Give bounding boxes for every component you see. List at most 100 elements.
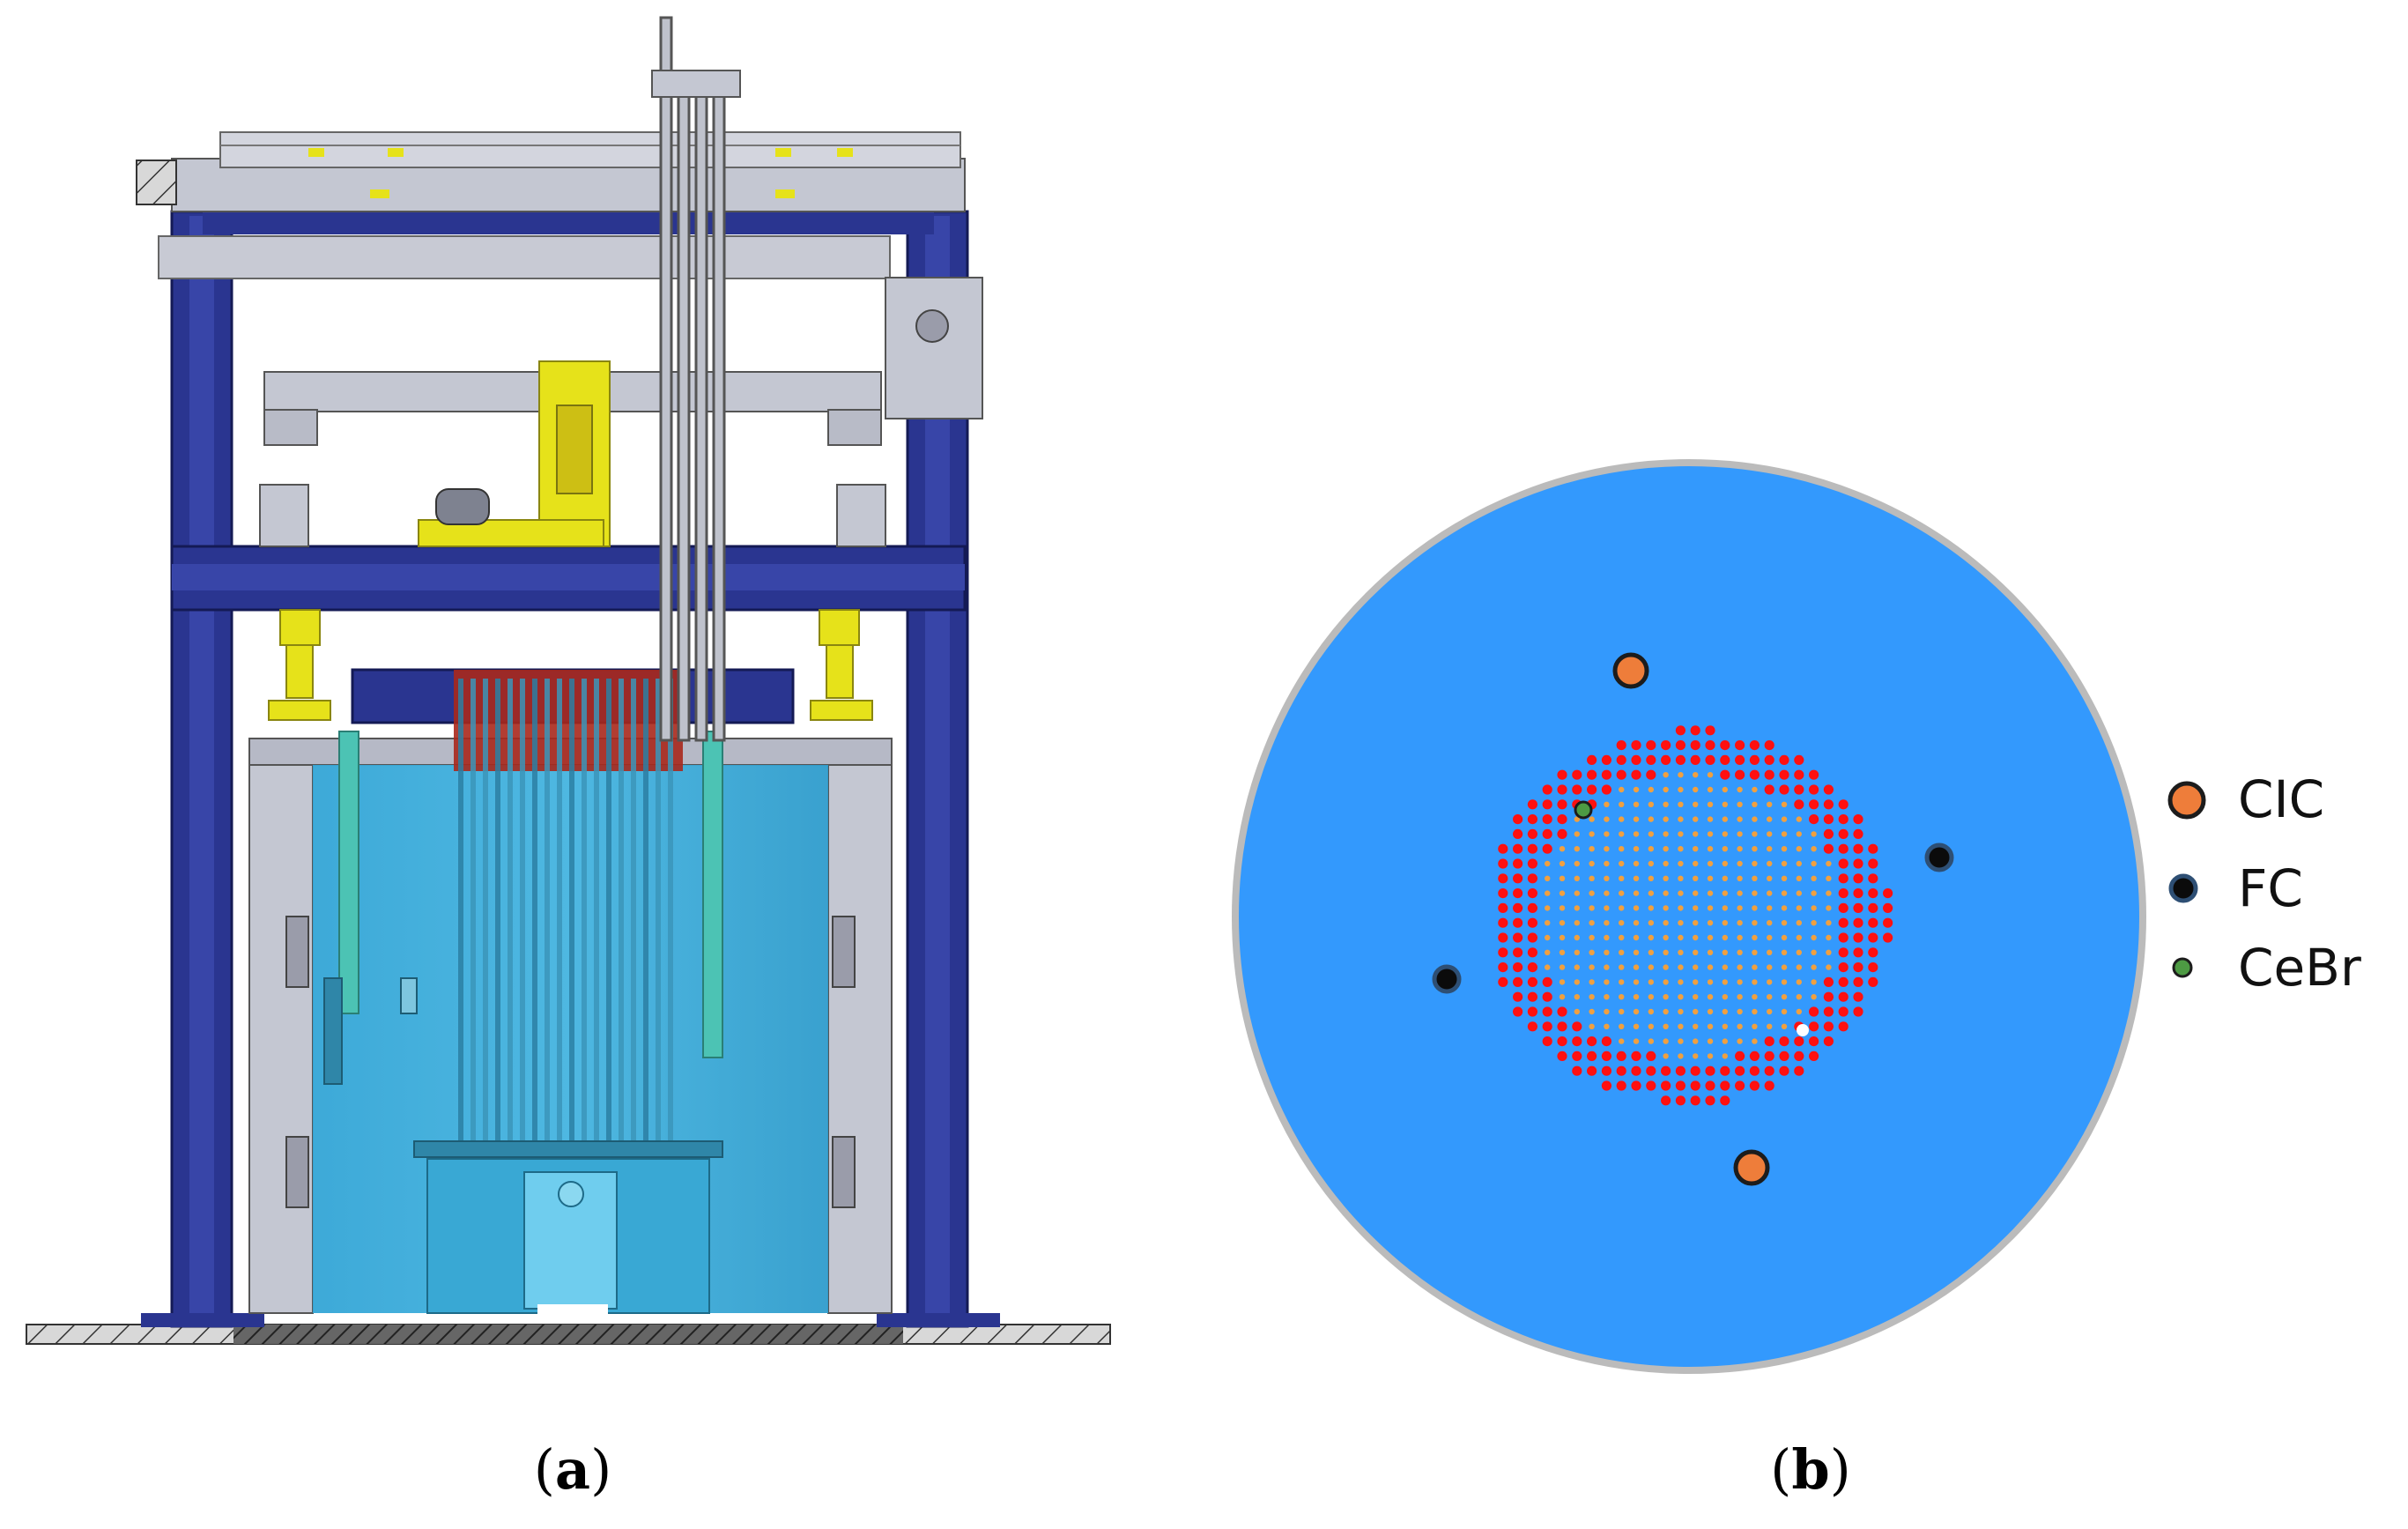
fuel-rod-inner xyxy=(1604,1023,1610,1030)
fuel-rod-inner xyxy=(1619,1038,1625,1044)
fuel-rod-outer xyxy=(1513,917,1523,928)
fuel-rod-inner xyxy=(1811,949,1817,956)
fuel-rod-outer xyxy=(1527,947,1537,958)
fuel-rod-outer xyxy=(1675,1080,1686,1091)
fuel-rod-outer xyxy=(1720,1095,1730,1106)
fuel-rod-inner xyxy=(1633,920,1640,926)
fuel-rod-outer xyxy=(1838,873,1849,884)
fuel-rod-inner xyxy=(1559,860,1566,867)
fuel-rod-outer xyxy=(1749,740,1760,751)
fuel-rod-outer xyxy=(1823,991,1834,1002)
fuel-rod-inner xyxy=(1781,934,1788,941)
legend-cebr-marker xyxy=(2172,957,2193,978)
fuel-rod-inner xyxy=(1574,831,1581,837)
fuel-rod-inner xyxy=(1796,934,1803,941)
cic-detector-bottom xyxy=(1733,1149,1770,1186)
fuel-rod-outer xyxy=(1601,754,1612,766)
fuel-rod-outer xyxy=(1705,1065,1715,1076)
fuel-rod-inner xyxy=(1589,905,1595,911)
fuel-rod-inner xyxy=(1737,890,1743,896)
fuel-rod-inner xyxy=(1767,846,1773,852)
fuel-rod-outer xyxy=(1675,740,1686,751)
fuel-rod-outer xyxy=(1705,725,1715,736)
fuel-rod-outer xyxy=(1853,1006,1863,1017)
fuel-rod-inner xyxy=(1648,964,1655,970)
fuel-rod-inner xyxy=(1826,920,1832,926)
fuel-rod-inner xyxy=(1811,875,1817,881)
fuel-rod-inner xyxy=(1767,890,1773,896)
tank-wall-right xyxy=(827,738,893,1314)
fuel-rod-inner xyxy=(1678,1038,1684,1044)
fuel-rod-outer xyxy=(1572,784,1582,795)
fuel-rod-inner xyxy=(1826,860,1832,867)
fuel-rod-inner xyxy=(1633,964,1640,970)
fuel-rod-outer xyxy=(1542,784,1552,795)
fuel-rod-outer xyxy=(1809,1036,1819,1047)
fuel-rod-outer xyxy=(1542,828,1552,840)
fuel-rod-outer xyxy=(1853,932,1863,943)
fuel-rod-outer xyxy=(1601,1065,1612,1076)
fuel-rod-outer xyxy=(1823,814,1834,825)
fuel-rod-inner xyxy=(1707,979,1714,985)
fuel-rod-inner xyxy=(1678,890,1684,896)
fuel-rod-outer xyxy=(1853,976,1863,987)
fuel-rod-outer xyxy=(1572,1036,1582,1047)
fuel-rod-outer xyxy=(1735,740,1745,751)
fuel-rod-inner xyxy=(1648,801,1655,807)
fuel-rod-outer xyxy=(1720,1080,1730,1091)
fuel-rod-inner xyxy=(1811,920,1817,926)
fuel-rod-inner xyxy=(1737,801,1743,807)
fuel-rod-outer xyxy=(1601,784,1612,795)
fuel-rod-inner xyxy=(1648,875,1655,881)
fuel-rod-outer xyxy=(1853,947,1863,958)
fuel-rod-outer xyxy=(1498,888,1508,899)
control-rod xyxy=(569,679,574,1146)
fuel-rod-inner xyxy=(1619,816,1625,822)
fuel-rod-inner xyxy=(1545,934,1551,941)
fuel-rod-inner xyxy=(1574,934,1581,941)
fuel-rod-inner xyxy=(1663,1023,1669,1030)
fuel-rod-outer xyxy=(1646,754,1656,766)
fuel-rod-inner xyxy=(1781,875,1788,881)
fuel-rod-outer xyxy=(1527,873,1537,884)
fuel-rod-inner xyxy=(1781,905,1788,911)
fuel-rod-inner xyxy=(1559,979,1566,985)
fuel-rod-inner xyxy=(1693,920,1699,926)
fuel-rod-inner xyxy=(1767,1023,1773,1030)
fuel-rod-inner xyxy=(1737,875,1743,881)
fuel-rod-inner xyxy=(1663,875,1669,881)
fuel-rod-outer xyxy=(1868,917,1878,928)
fuel-rod-inner xyxy=(1752,831,1758,837)
fuel-rod-outer xyxy=(1616,1065,1626,1076)
fuel-rod-outer xyxy=(1868,947,1878,958)
fuel-rod-inner xyxy=(1781,831,1788,837)
fuel-rod-inner xyxy=(1796,994,1803,1000)
fuel-rod-outer xyxy=(1631,769,1641,780)
fuel-rod-outer xyxy=(1720,769,1730,780)
fuel-rod-inner xyxy=(1574,964,1581,970)
fuel-rod-inner xyxy=(1663,920,1669,926)
fuel-rod-outer xyxy=(1838,917,1849,928)
fuel-rod-inner xyxy=(1722,816,1729,822)
fuel-rod-inner xyxy=(1574,979,1581,985)
fuel-rod-inner xyxy=(1826,964,1832,970)
fuel-rod-outer xyxy=(1498,873,1508,884)
hydraulic-supports xyxy=(268,609,873,721)
fuel-rod-inner xyxy=(1767,816,1773,822)
fuel-rod-outer xyxy=(1705,754,1715,766)
fuel-rod-inner xyxy=(1767,964,1773,970)
fuel-rod-inner xyxy=(1722,994,1729,1000)
fuel-rod-outer xyxy=(1675,1065,1686,1076)
panel-a-caption: (a) xyxy=(533,1437,612,1502)
fuel-rod-outer xyxy=(1720,754,1730,766)
fuel-rod-outer xyxy=(1527,917,1537,928)
fuel-rod-outer xyxy=(1779,1036,1789,1047)
fuel-rod-inner xyxy=(1693,772,1699,778)
fuel-rod-outer xyxy=(1675,754,1686,766)
fuel-rod-inner xyxy=(1619,831,1625,837)
fuel-rod-outer xyxy=(1838,1021,1849,1032)
fuel-rod-inner xyxy=(1678,949,1684,956)
fuel-rod-inner xyxy=(1781,816,1788,822)
fuel-rod-inner xyxy=(1589,846,1595,852)
fuel-rod-inner xyxy=(1752,905,1758,911)
